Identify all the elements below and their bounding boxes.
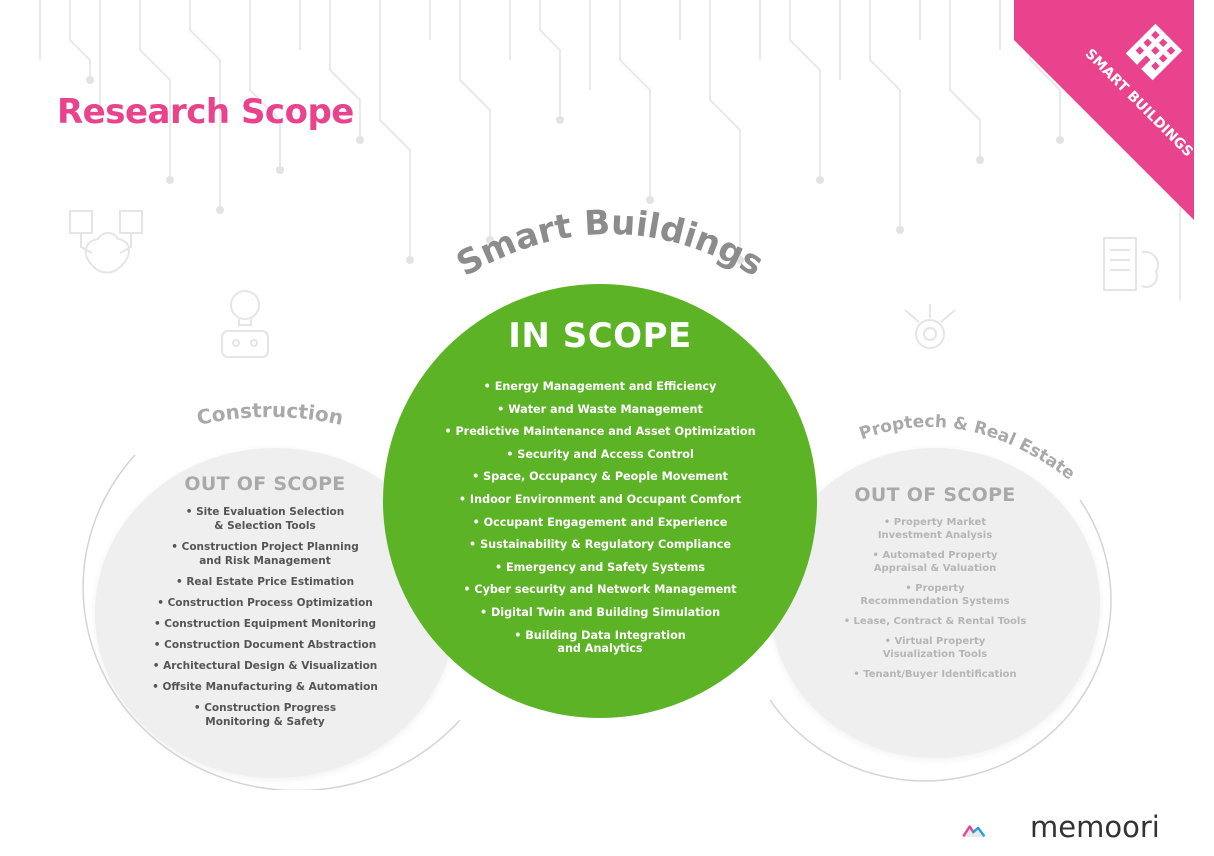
memoori-logo-text: memoori (1030, 810, 1160, 844)
list-item: • Cyber security and Network Management (463, 583, 737, 597)
proptech-outline (769, 499, 1112, 782)
list-item: • Energy Management and Efficiency (483, 380, 717, 393)
proptech-arc-title: Proptech & Real Estate (857, 412, 1079, 484)
svg-text:Construction: Construction (195, 398, 346, 430)
list-item: • Offsite Manufacturing & Automation (152, 681, 378, 693)
list-item: • Sustainability & Regulatory Compliance (469, 538, 731, 552)
brain-chip-icon (69, 210, 143, 274)
list-item: • Property Market Investment Analysis (877, 517, 993, 541)
smart-buildings-ribbon: SMART BUILDINGS (1014, 0, 1196, 220)
list-item: • Construction Equipment Monitoring (153, 618, 377, 630)
list-item: • Real Estate Price Estimation (175, 576, 355, 588)
construction-arc-title: Construction (195, 398, 346, 430)
list-item: • Indoor Environment and Occupant Comfor… (458, 492, 742, 506)
list-item: • Construction Project Planning and Risk… (171, 541, 359, 567)
svg-text:Smart Buildings: Smart Buildings (450, 203, 770, 285)
list-item: • Construction Progress Monitoring & Saf… (193, 702, 337, 728)
robot-lightbulb-icon (221, 290, 269, 358)
building-icon (1125, 23, 1183, 81)
in-scope-circle (383, 284, 817, 718)
list-item: • Architectural Design & Visualization (152, 660, 378, 672)
list-item: • Predictive Maintenance and Asset Optim… (444, 425, 756, 439)
in-scope-list: • Energy Management and Efficiency • Wat… (383, 380, 817, 665)
page-title: Research Scope (57, 92, 354, 132)
construction-scope: OUT OF SCOPE • Site Evaluation Selection… (130, 473, 400, 736)
construction-list: • Site Evaluation Selection & Selection … (130, 505, 400, 729)
proptech-circle (770, 448, 1100, 758)
list-item: • Security and Access Control (506, 447, 694, 461)
list-item: • Water and Waste Management (497, 402, 703, 416)
list-item: • Virtual Property Visualization Tools (882, 636, 988, 660)
list-item: • Digital Twin and Building Simulation (479, 605, 721, 619)
list-item: • Construction Document Abstraction (153, 639, 377, 651)
list-item: • Property Recommendation Systems (860, 583, 1010, 607)
list-item: • Lease, Contract & Rental Tools (843, 616, 1027, 627)
proptech-list: • Property Market Investment Analysis • … (815, 516, 1055, 681)
list-item: • Construction Process Optimization (157, 597, 373, 609)
construction-heading: OUT OF SCOPE (184, 473, 346, 495)
list-item: • Automated Property Appraisal & Valuati… (872, 550, 998, 574)
list-item: • Space, Occupancy & People Movement (472, 470, 728, 484)
list-item: • Site Evaluation Selection & Selection … (185, 506, 345, 532)
list-item: • Tenant/Buyer Identification (853, 669, 1017, 680)
list-item: • Building Data Integration and Analytic… (514, 628, 686, 656)
in-scope-heading: IN SCOPE (508, 316, 692, 356)
smart-buildings-arc-title: Smart Buildings (450, 203, 770, 285)
list-item: • Occupant Engagement and Experience (472, 515, 728, 529)
memoori-logo-icon (962, 825, 986, 838)
list-item: • Emergency and Safety Systems (494, 560, 706, 574)
document-brain-icon (1103, 237, 1160, 291)
svg-text:Proptech & Real Estate: Proptech & Real Estate (857, 412, 1079, 484)
gear-circuit-icon (904, 304, 956, 349)
construction-outline (82, 454, 461, 790)
proptech-scope: OUT OF SCOPE • Property Market Investmen… (815, 484, 1055, 688)
proptech-heading: OUT OF SCOPE (854, 484, 1016, 506)
